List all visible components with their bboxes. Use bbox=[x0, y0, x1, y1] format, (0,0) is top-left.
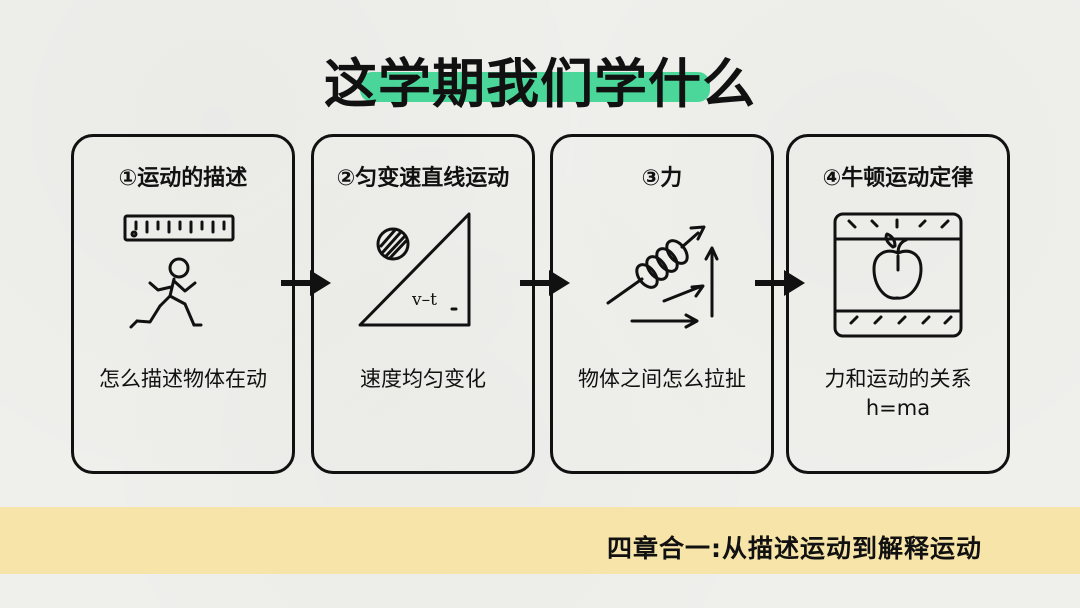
card-title: ③力 bbox=[641, 166, 683, 191]
title-highlight bbox=[360, 72, 710, 102]
title-wrap: 这学期我们学什么 bbox=[0, 42, 1080, 118]
card-force: ③力 物体之间怎么拉扯 bbox=[550, 134, 774, 474]
bottom-summary: 四章合一:从描述运动到解释运动 bbox=[607, 534, 982, 563]
card-title: ②匀变速直线运动 bbox=[336, 166, 510, 191]
spring-force-icon bbox=[606, 225, 719, 329]
card-motion-description: ①运动的描述 怎么描述物体在动 bbox=[71, 134, 295, 474]
card-description: 力和运动的关系 h=ma bbox=[824, 367, 972, 420]
right-arrow-icon bbox=[753, 266, 807, 300]
apple-frame-icon bbox=[833, 212, 963, 338]
page-title: 这学期我们学什么 bbox=[324, 54, 756, 115]
running-ruler-icon bbox=[123, 214, 235, 329]
card-title: ①运动的描述 bbox=[118, 166, 248, 191]
triangle-ball-vt-icon: v–t bbox=[358, 212, 471, 327]
right-arrow-icon bbox=[279, 266, 333, 300]
card-title: ④牛顿运动定律 bbox=[822, 166, 974, 191]
bottom-banner bbox=[0, 507, 1080, 574]
card-uniform-acceleration: ②匀变速直线运动 v–t 速度均匀变化 bbox=[311, 134, 535, 474]
vt-label: v–t bbox=[411, 290, 437, 310]
card-description: 怎么描述物体在动 bbox=[99, 367, 267, 391]
card-description: 物体之间怎么拉扯 bbox=[578, 367, 746, 391]
card-description: 速度均匀变化 bbox=[360, 367, 486, 391]
right-arrow-icon bbox=[518, 266, 572, 300]
card-newton-laws: ④牛顿运动定律 力和运动的关系 h=ma bbox=[786, 134, 1010, 474]
